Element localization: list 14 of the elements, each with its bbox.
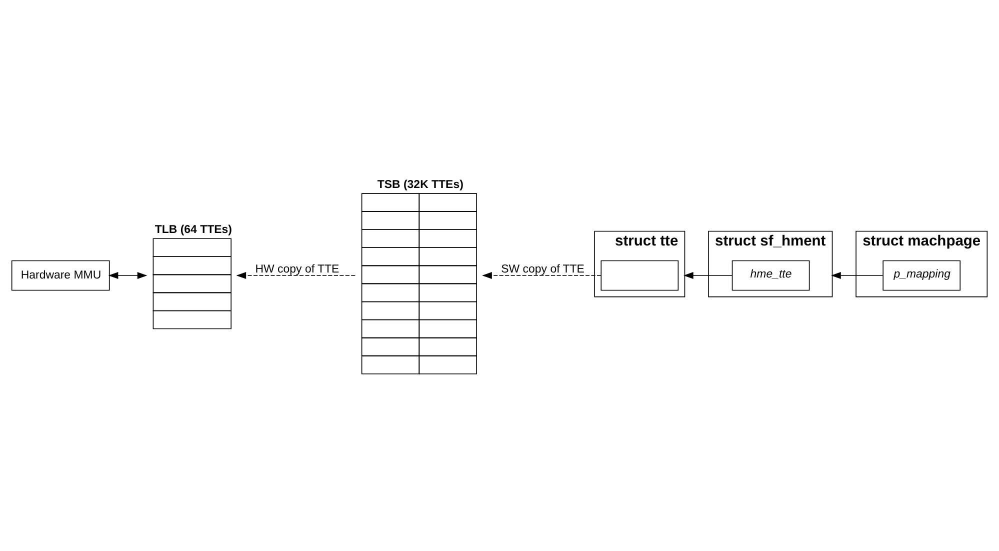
node-label: TSB (32K TTEs) [377,178,464,191]
arrow [683,272,733,279]
arrow [236,272,356,279]
edge-label: SW copy of TTE [501,263,584,276]
arrow [831,272,884,279]
arrow [108,272,148,279]
arrow [482,272,602,279]
cluster: struct tte [594,230,686,298]
node-box: Hardware MMU [11,260,110,291]
node-label: TLB (64 TTEs) [154,224,232,236]
node-box [600,260,679,291]
node-box: p_mapping [882,260,961,291]
edge-label: HW copy of TTE [255,263,340,276]
node-box: hme_tte [732,260,810,291]
